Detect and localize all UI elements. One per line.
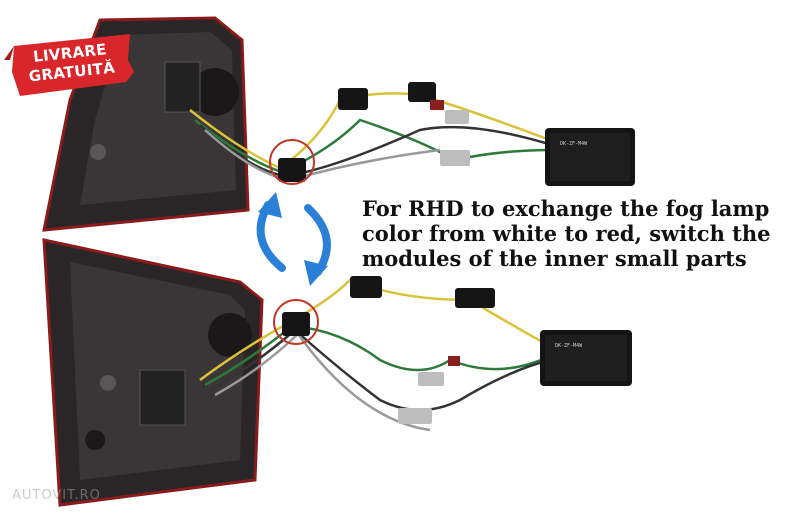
caption-line-1: For RHD to exchange the fog lamp: [362, 196, 770, 221]
upper-relay-connector: [338, 88, 368, 110]
svg-text:DK-ZF-M4W: DK-ZF-M4W: [560, 141, 588, 147]
upper-lamp-connector: [278, 158, 306, 182]
lower-lamp-connector: [282, 312, 310, 336]
lower-control-module: DK-ZF-M4W: [540, 330, 632, 386]
free-shipping-badge: [4, 34, 134, 96]
upper-highlight-circle: [269, 139, 315, 185]
caption-line-3: modules of the inner small parts: [362, 246, 747, 271]
swap-arrows-icon: [256, 192, 331, 286]
lower-tail-lamp: [42, 238, 264, 507]
caption-line-2: color from white to red, switch the: [362, 221, 771, 246]
lower-wiring-harness: [199, 278, 551, 432]
svg-text:DK-ZF-M4W: DK-ZF-M4W: [555, 343, 583, 349]
watermark: AUTOVIT.RO: [12, 488, 101, 503]
lower-highlight-circle: [273, 299, 319, 345]
instruction-caption: For RHD to exchange the fog lamp color f…: [362, 196, 794, 271]
upper-control-module: DK-ZF-M4W: [545, 128, 635, 186]
lower-relay-connector: [350, 276, 382, 298]
